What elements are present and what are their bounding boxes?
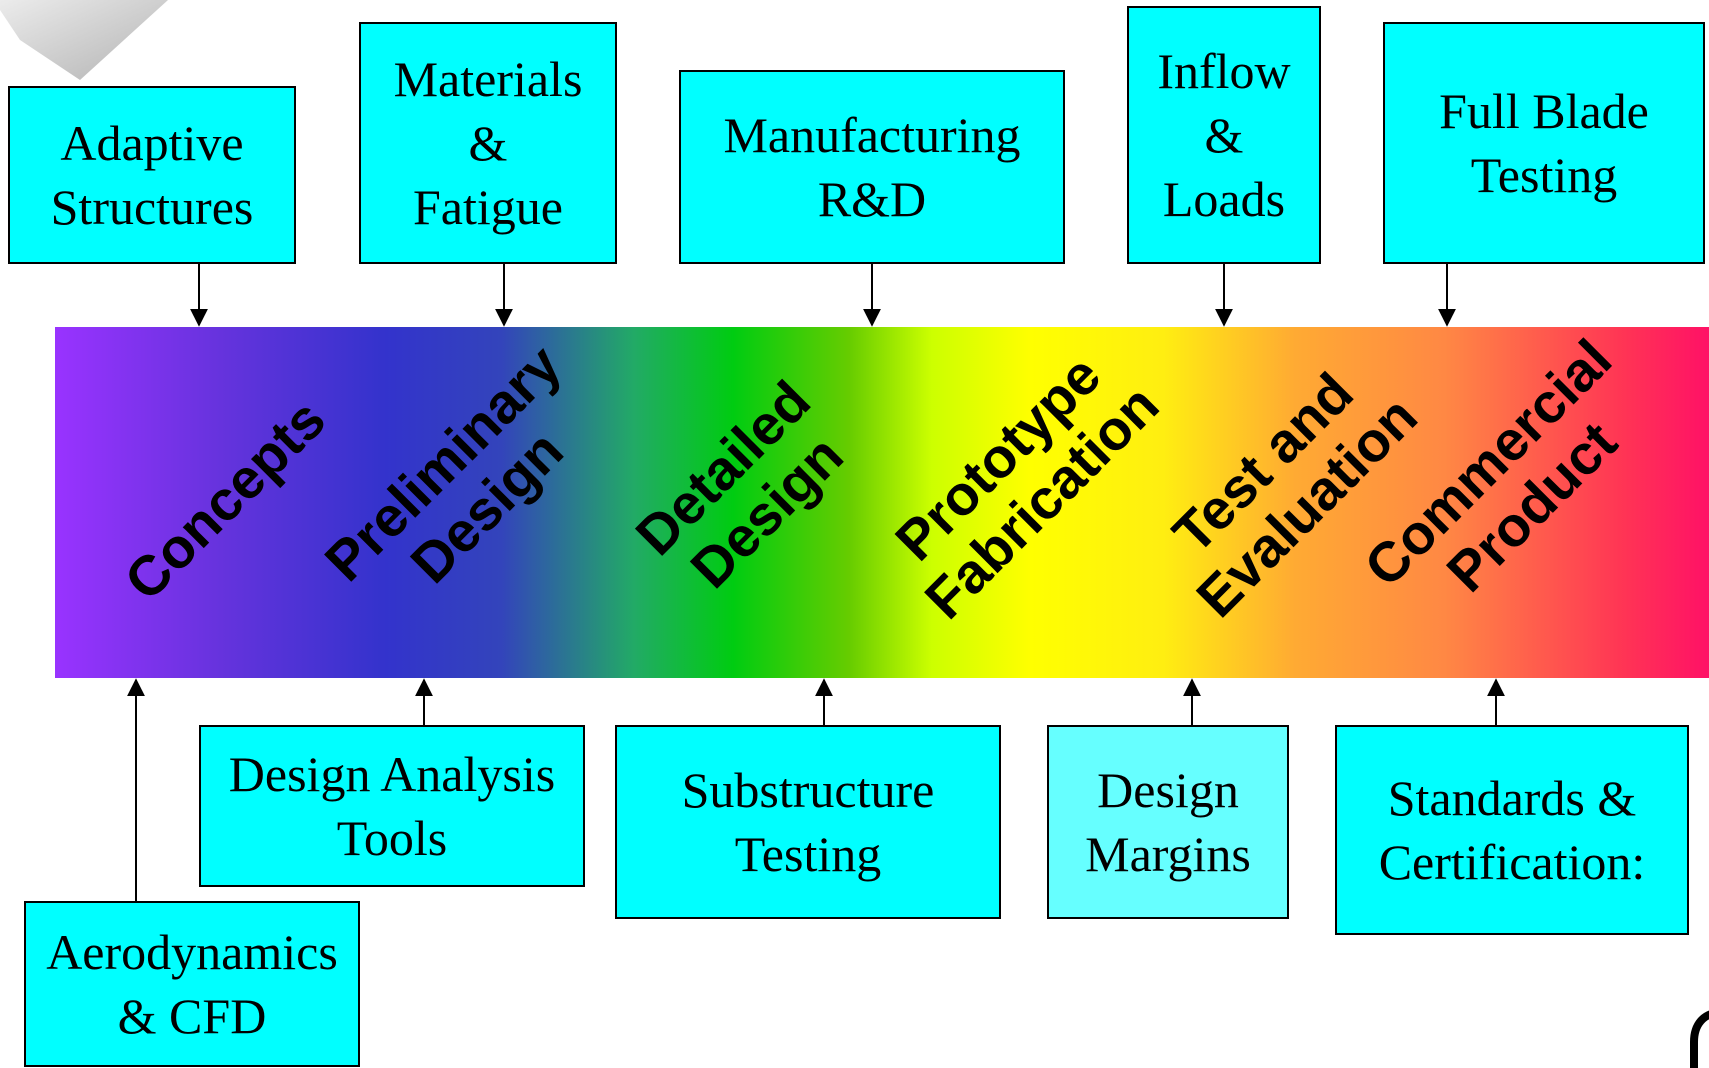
box-standards-certification: Standards & Certification: <box>1335 725 1689 935</box>
box-full-blade-testing: Full Blade Testing <box>1383 22 1705 264</box>
box-label: Aerodynamics & CFD <box>46 924 338 1044</box>
box-adaptive-structures: Adaptive Structures <box>8 86 296 264</box>
box-aerodynamics-cfd: Aerodynamics & CFD <box>24 901 360 1067</box>
corner-decoration <box>0 0 168 80</box>
box-label: Design Analysis Tools <box>228 746 556 866</box>
process-gradient-band <box>55 327 1709 678</box>
box-label: Inflow & Loads <box>1157 43 1291 227</box>
box-label: Substructure Testing <box>681 762 935 882</box>
box-design-margins: Design Margins <box>1047 725 1289 919</box>
box-inflow-loads: Inflow & Loads <box>1127 6 1321 264</box>
box-label: Design Margins <box>1085 762 1251 882</box>
box-label: Full Blade Testing <box>1439 83 1649 203</box>
box-materials-fatigue: Materials & Fatigue <box>359 22 617 264</box>
box-design-analysis-tools: Design Analysis Tools <box>199 725 585 887</box>
box-label: Materials & Fatigue <box>393 51 583 235</box>
box-label: Adaptive Structures <box>50 115 254 235</box>
box-label: Manufacturing R&D <box>723 107 1021 227</box>
logo-fragment <box>1690 1010 1709 1068</box>
box-substructure-testing: Substructure Testing <box>615 725 1001 919</box>
box-manufacturing-rd: Manufacturing R&D <box>679 70 1065 264</box>
box-label: Standards & Certification: <box>1378 770 1646 890</box>
